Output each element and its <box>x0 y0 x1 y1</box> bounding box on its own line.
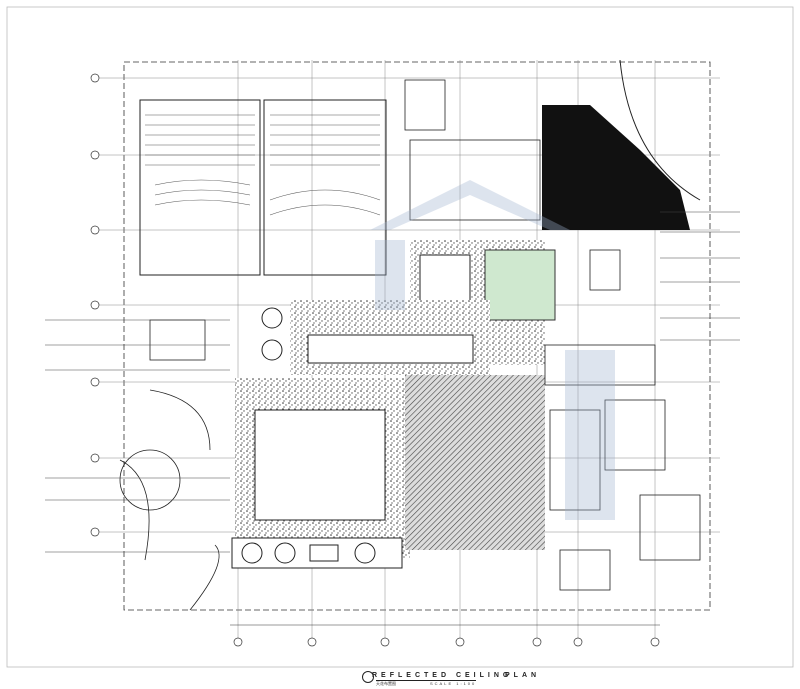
drawing-title-bubble <box>362 671 374 683</box>
grid-bubbles <box>90 73 660 647</box>
building-outline <box>123 61 711 611</box>
drawing-subtitle: 天花布置图 <box>376 681 396 686</box>
curved-facade <box>619 59 701 201</box>
landscape-curves <box>119 319 220 611</box>
drawing-title-plan: PLAN <box>505 672 541 679</box>
title-underline <box>376 680 476 681</box>
watermark-logo <box>370 180 615 520</box>
ceiling-fixtures <box>241 307 376 564</box>
annotation-leaders <box>45 211 740 553</box>
green-zone <box>484 249 556 321</box>
drawing-scale: SCALE 1:100 <box>430 681 477 686</box>
dark-ceiling-zone <box>542 105 690 230</box>
hatched-ceiling-zone <box>405 375 545 550</box>
sheet-border <box>6 6 794 668</box>
drawing-title: REFLECTED CEILING <box>372 672 513 679</box>
auditorium-rooms <box>139 99 387 276</box>
service-rooms <box>404 79 701 591</box>
